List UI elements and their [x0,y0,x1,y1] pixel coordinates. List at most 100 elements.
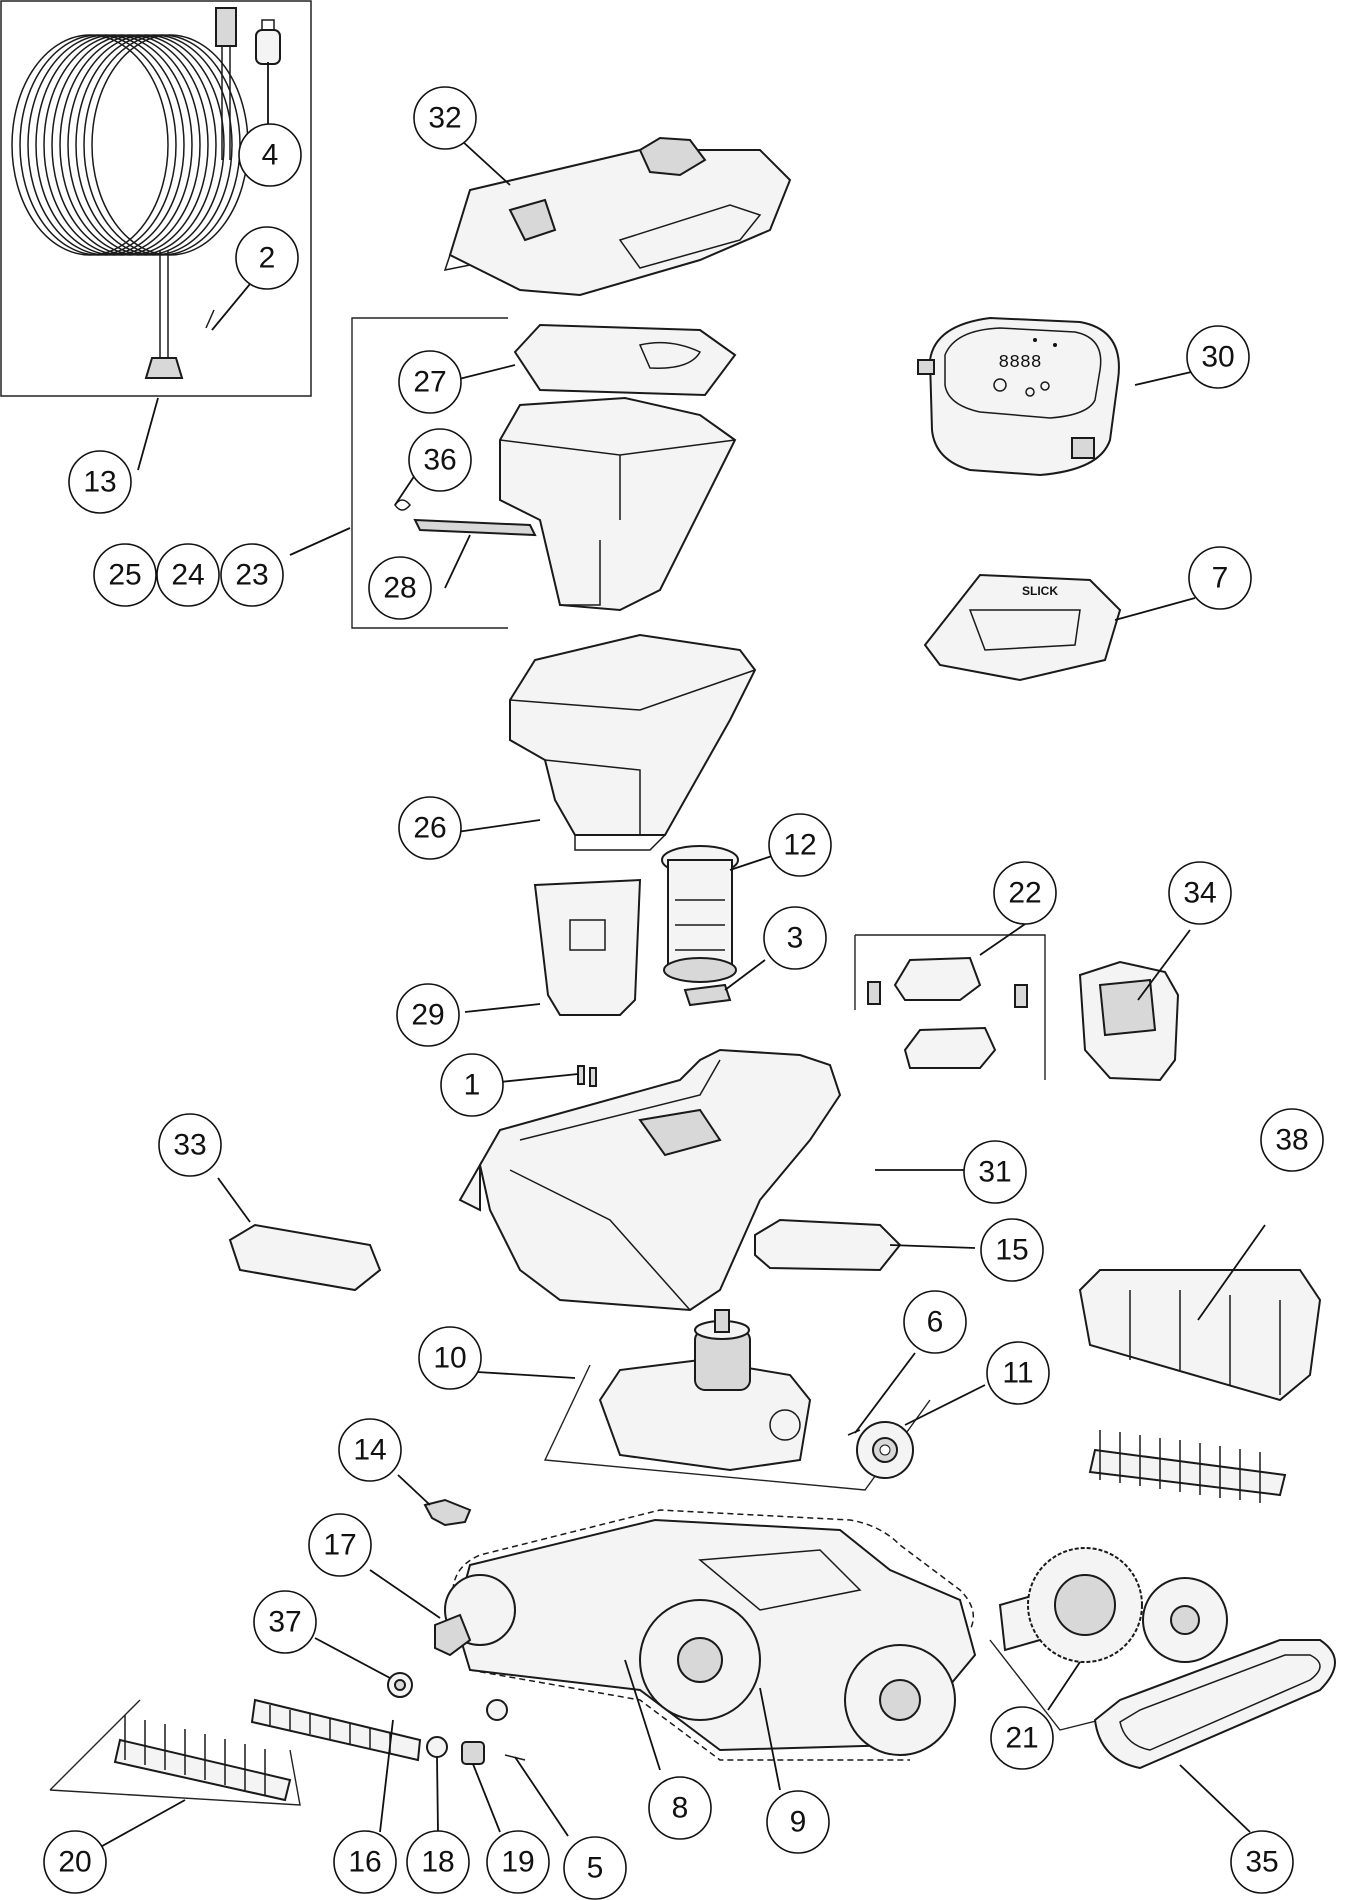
carry-handle: SLICK [923,573,1122,682]
callout-36: 36 [408,428,472,492]
bracket-top [893,956,982,1001]
callout-number: 3 [787,922,804,955]
callout-circle [990,1706,1054,1770]
leader-lines [94,62,1266,1851]
screw-right [589,1067,597,1087]
callout-circle [398,350,462,414]
callout-22: 22 [993,861,1057,925]
callout-30: 30 [1186,325,1250,389]
callout-number: 9 [790,1806,807,1839]
callout-circle [1260,1108,1324,1172]
callout-number: 4 [262,139,279,172]
cable-group-box [0,0,312,397]
roller-brush [113,1715,292,1802]
callout-number: 26 [413,812,446,845]
bracket-group-box [854,934,1046,1080]
track-belt [1093,1639,1336,1770]
callout-17: 17 [308,1513,372,1577]
callout-circle [563,1836,627,1900]
callout-31: 31 [963,1140,1027,1204]
power-supply: 8888 [917,316,1120,477]
callout-circle [43,1830,107,1894]
callout-23: 23 [220,543,284,607]
screw-left [577,1065,585,1085]
front-grille [1078,960,1180,1082]
side-handle [228,1223,382,1292]
callout-number: 24 [171,559,204,592]
callout-circle [763,906,827,970]
spring-clip [394,499,411,511]
callout-number: 37 [268,1606,301,1639]
small-clip [683,983,732,1007]
callout-18: 18 [406,1830,470,1894]
filter-mesh-strip [413,518,537,537]
callout-34: 34 [1168,861,1232,925]
callout-number: 17 [323,1529,356,1562]
callout-circle [1186,325,1250,389]
callout-circle [396,983,460,1047]
water-deflector [533,878,642,1016]
collar [461,1741,485,1765]
callout-21: 21 [990,1706,1054,1770]
callout-19: 19 [486,1830,550,1894]
callout-number: 25 [108,559,141,592]
callout-number: 30 [1201,341,1234,374]
callout-20: 20 [43,1830,107,1894]
chassis [444,1509,977,1761]
callout-number: 23 [235,559,268,592]
callout-circle [440,1053,504,1117]
bracket-bottom [903,1026,997,1069]
callout-number: 29 [411,999,444,1032]
bearing-bracket [434,1613,472,1657]
callout-27: 27 [398,350,462,414]
callout-number: 19 [501,1846,534,1879]
callout-number: 5 [587,1852,604,1885]
callout-number: 31 [978,1156,1011,1189]
callout-number: 2 [259,242,276,275]
power-button-icon [993,378,1007,392]
drive-gear [856,1421,914,1479]
spare-brush [1088,1430,1287,1503]
cable-top-connector [215,7,237,47]
callout-circle [903,1290,967,1354]
motor-assembly [598,1309,812,1472]
small-bracket [423,1498,472,1527]
callout-16: 16 [333,1830,397,1894]
cable-swivel-base [144,357,184,379]
washer [426,1736,448,1758]
swivel-connector-part [255,29,281,65]
callout-circle [768,813,832,877]
callout-number: 13 [83,466,116,499]
callout-circle [1230,1830,1294,1894]
callout-15: 15 [980,1218,1044,1282]
callout-circle [398,796,462,860]
roller-shaft [250,1698,422,1762]
callout-number: 28 [383,572,416,605]
callout-10: 10 [418,1326,482,1390]
callout-number: 6 [927,1306,944,1339]
power-supply-display: 8888 [998,353,1041,373]
callout-circle [253,1590,317,1654]
callout-circle [408,428,472,492]
callout-circle [158,1113,222,1177]
side-panel [1078,1269,1322,1402]
callout-circle [1188,546,1252,610]
callout-number: 11 [1002,1357,1033,1390]
callout-number: 14 [353,1434,386,1467]
callout-number: 22 [1008,877,1041,910]
callout-11: 11 [986,1341,1050,1405]
gear-pin [847,1429,861,1436]
callout-33: 33 [158,1113,222,1177]
callout-circle [993,861,1057,925]
callout-number: 16 [348,1846,381,1879]
filter-basket [499,396,737,612]
callout-38: 38 [1260,1108,1324,1172]
callout-12: 12 [768,813,832,877]
callout-9: 9 [766,1790,830,1854]
callout-6: 6 [903,1290,967,1354]
callout-number: 15 [995,1234,1028,1267]
callout-circle [986,1341,1050,1405]
callout-13: 13 [68,450,132,514]
